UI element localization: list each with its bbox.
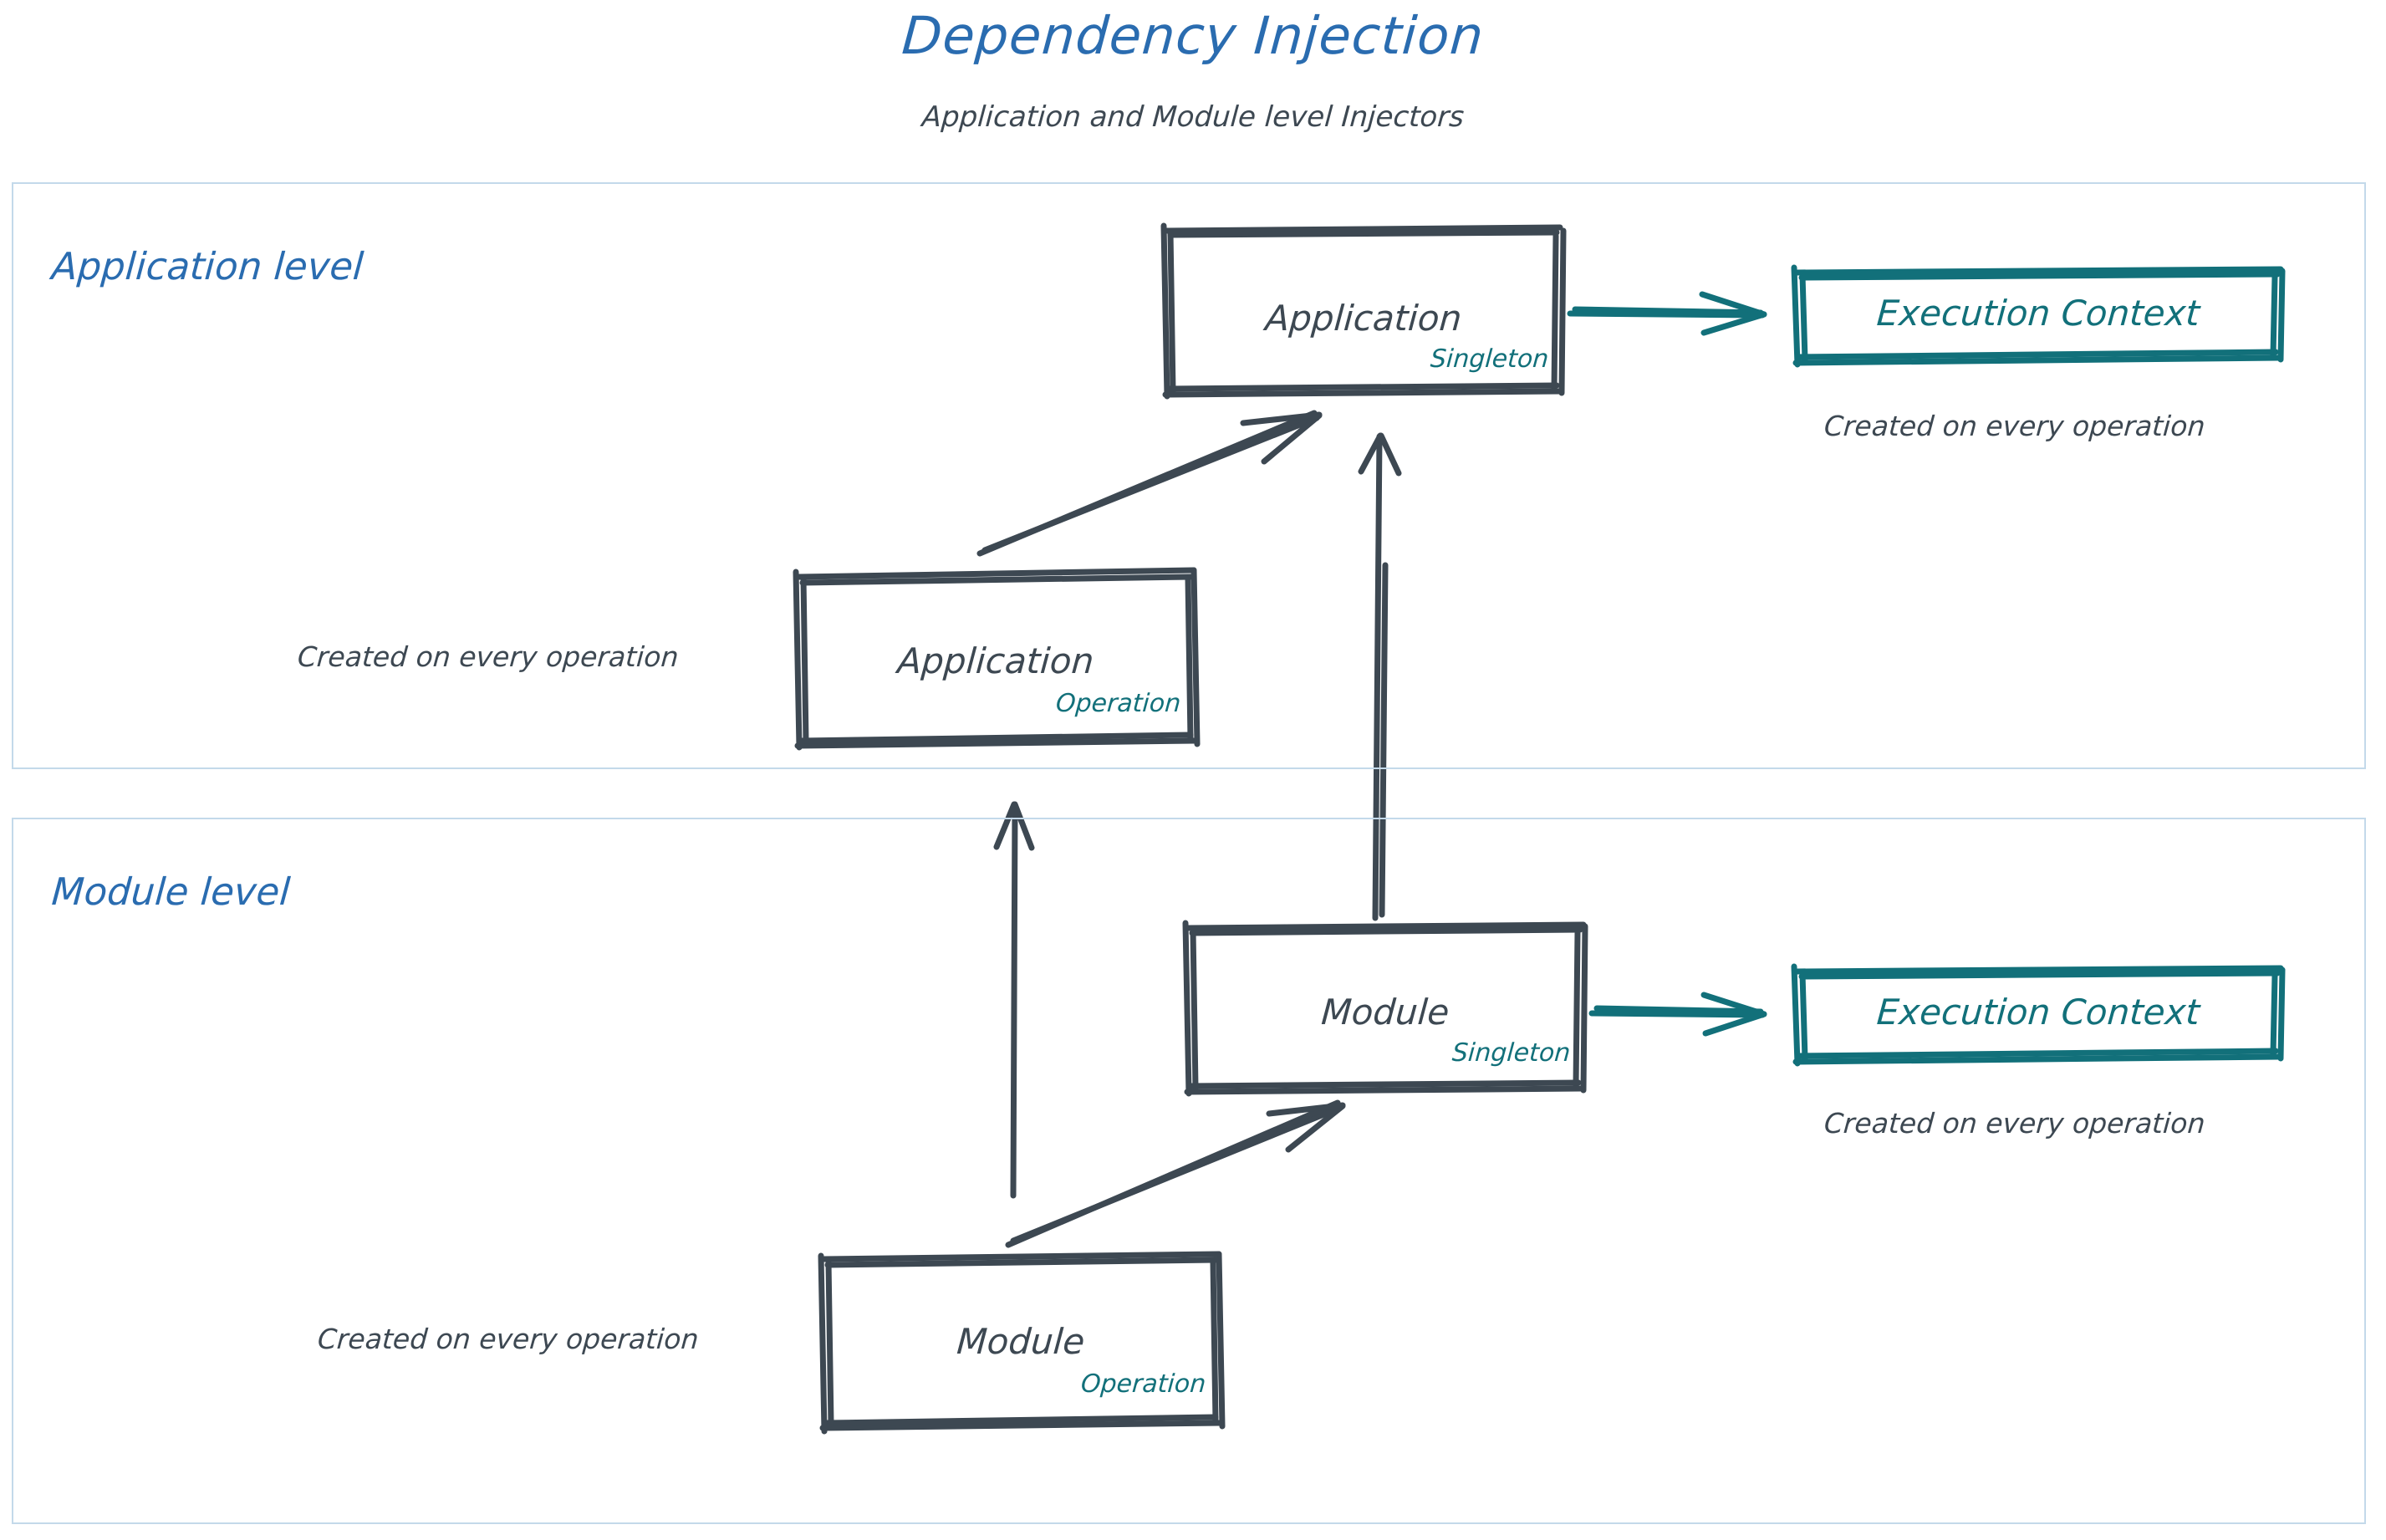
node-module-operation[interactable]: Module Operation — [821, 1254, 1221, 1428]
edge-mod-operation-to-app-operation — [993, 801, 1035, 1199]
node-application-operation[interactable]: Application Operation — [796, 570, 1196, 746]
node-execution-context-application-title: Execution Context — [1875, 293, 2201, 334]
caption-application-operation: Created on every operation — [296, 640, 680, 673]
node-module-singleton-title: Module — [1319, 992, 1451, 1033]
node-frame-execution-context-application — [1791, 264, 2286, 368]
node-application-singleton-scope: Singleton — [1429, 344, 1550, 374]
section-label-module-level: Module level — [50, 869, 292, 914]
edge-app-singleton-to-execution-context — [1567, 291, 1767, 336]
node-execution-context-module[interactable]: Execution Context — [1796, 968, 2281, 1060]
edge-mod-singleton-to-execution-context — [1588, 992, 1767, 1037]
caption-execution-context-application: Created on every operation — [1823, 410, 2206, 442]
caption-execution-context-module: Created on every operation — [1823, 1107, 2206, 1140]
node-execution-context-application[interactable]: Execution Context — [1796, 269, 2281, 361]
section-module-level — [12, 818, 2366, 1524]
node-frame-application-singleton — [1160, 222, 1567, 400]
page-subtitle: Application and Module level Injectors — [920, 100, 1466, 134]
node-execution-context-module-title: Execution Context — [1875, 992, 2201, 1033]
caption-module-operation: Created on every operation — [316, 1323, 700, 1355]
node-application-singleton-title: Application — [1263, 298, 1464, 339]
node-module-operation-title: Module — [955, 1321, 1087, 1362]
node-application-operation-scope: Operation — [1054, 689, 1182, 718]
edge-mod-operation-to-mod-singleton — [1005, 1099, 1346, 1248]
edge-app-operation-to-app-singleton — [976, 410, 1323, 557]
node-frame-execution-context-module — [1791, 963, 2286, 1067]
node-application-singleton[interactable]: Application Singleton — [1164, 227, 1563, 393]
edge-mod-singleton-to-app-singleton — [1358, 432, 1402, 921]
node-module-singleton[interactable]: Module Singleton — [1185, 925, 1585, 1090]
node-module-singleton-scope: Singleton — [1450, 1038, 1572, 1068]
node-frame-module-singleton — [1182, 920, 1588, 1097]
node-application-operation-title: Application — [895, 640, 1096, 681]
section-label-application-level: Application level — [50, 244, 365, 288]
node-frame-application-operation — [793, 567, 1201, 751]
section-application-level — [12, 182, 2366, 769]
node-frame-module-operation — [818, 1251, 1226, 1435]
page-title: Dependency Injection — [900, 5, 1486, 66]
node-module-operation-scope: Operation — [1079, 1369, 1207, 1399]
